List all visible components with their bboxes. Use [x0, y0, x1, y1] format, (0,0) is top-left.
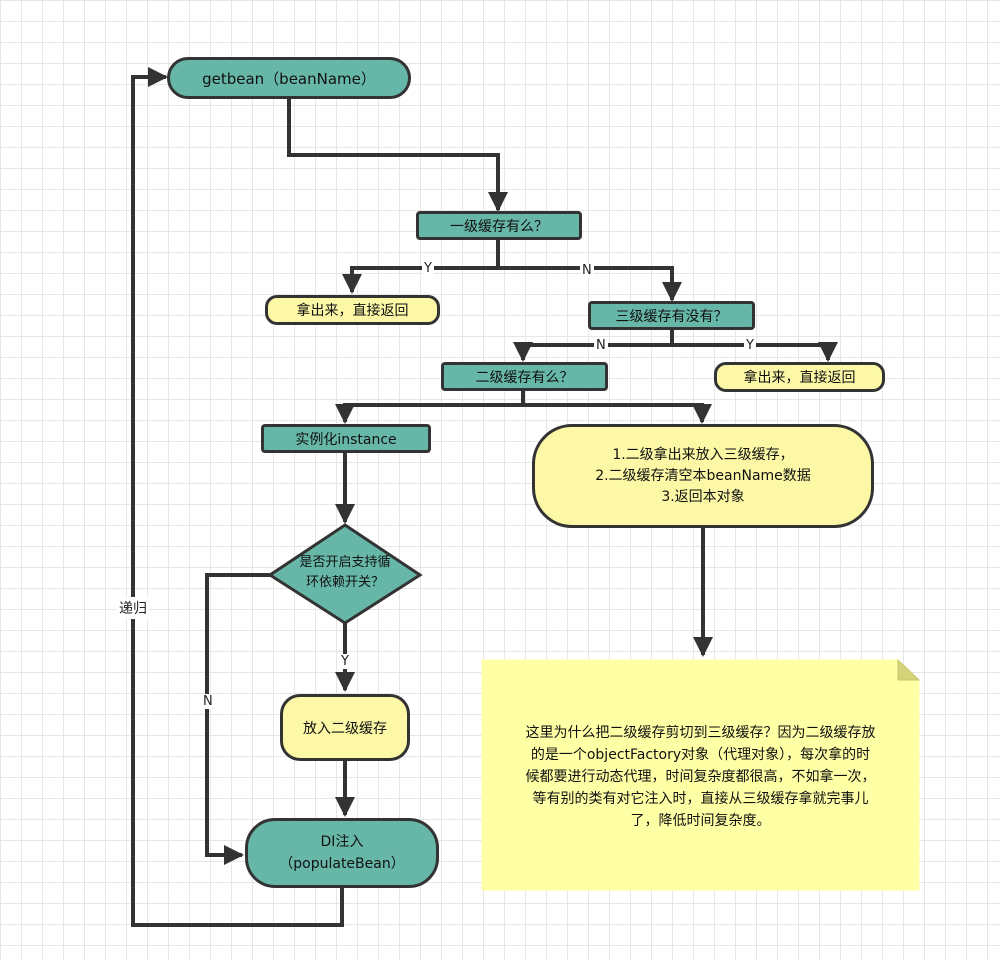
- circular-switch-diamond: [267, 523, 423, 625]
- level3-cache-check-label: 三级缓存有没有？: [615, 308, 728, 325]
- getbean-node: getbean（beanName）: [167, 57, 411, 99]
- put-level2-label: 放入二级缓存: [303, 720, 387, 737]
- edge-getbean-to-level1: [287, 98, 508, 212]
- level3-no-label: N: [594, 338, 608, 353]
- getbean-label: getbean（beanName）: [202, 69, 376, 88]
- put-level2-node: 放入二级缓存: [280, 694, 410, 761]
- di-inject-node: DI注入 （populateBean）: [245, 818, 439, 888]
- recursion-label: 递归: [117, 597, 149, 619]
- level2-cache-check: 二级缓存有么？: [441, 362, 608, 391]
- edge-switch-no: [205, 573, 270, 865]
- level2-cache-check-label: 二级缓存有么？: [475, 369, 574, 386]
- instantiate-node: 实例化instance: [261, 424, 431, 453]
- note-fold: [897, 658, 921, 681]
- edge-level2-right: [523, 403, 712, 424]
- edge-level3-yes: [672, 342, 838, 362]
- level1-yes-label: Y: [422, 261, 434, 276]
- move-steps-label: 1.二级拿出来放入三级缓存， 2.二级缓存清空本beanName数据 3.返回本…: [595, 446, 811, 505]
- move-steps-node: 1.二级拿出来放入三级缓存， 2.二级缓存清空本beanName数据 3.返回本…: [532, 424, 874, 528]
- level1-no-label: N: [580, 263, 594, 278]
- switch-no-label: N: [201, 694, 215, 709]
- edge-recursion: [131, 67, 344, 927]
- take-out-left-node: 拿出来，直接返回: [265, 295, 440, 325]
- edge-level2-left: [335, 391, 525, 424]
- instantiate-label: 实例化instance: [295, 431, 397, 448]
- note-shape: [481, 659, 920, 891]
- level1-cache-check-label: 一级缓存有么？: [450, 218, 548, 235]
- di-inject-label: DI注入 （populateBean）: [279, 834, 405, 872]
- level3-yes-label: Y: [744, 338, 756, 353]
- switch-yes-label: Y: [339, 654, 351, 669]
- take-out-left-label: 拿出来，直接返回: [296, 303, 409, 319]
- take-out-right-label: 拿出来，直接返回: [743, 370, 856, 386]
- level3-cache-check: 三级缓存有没有？: [588, 301, 755, 330]
- level1-cache-check: 一级缓存有么？: [416, 211, 582, 240]
- edge-level1-no: [498, 266, 682, 302]
- take-out-right-node: 拿出来，直接返回: [714, 362, 885, 392]
- note-text: 这里为什么把二级缓存剪切到三级缓存？因为二级缓存放 的是一个objectFact…: [525, 725, 876, 829]
- circular-switch-label: 是否开启支持循 环依赖开关？: [299, 555, 391, 590]
